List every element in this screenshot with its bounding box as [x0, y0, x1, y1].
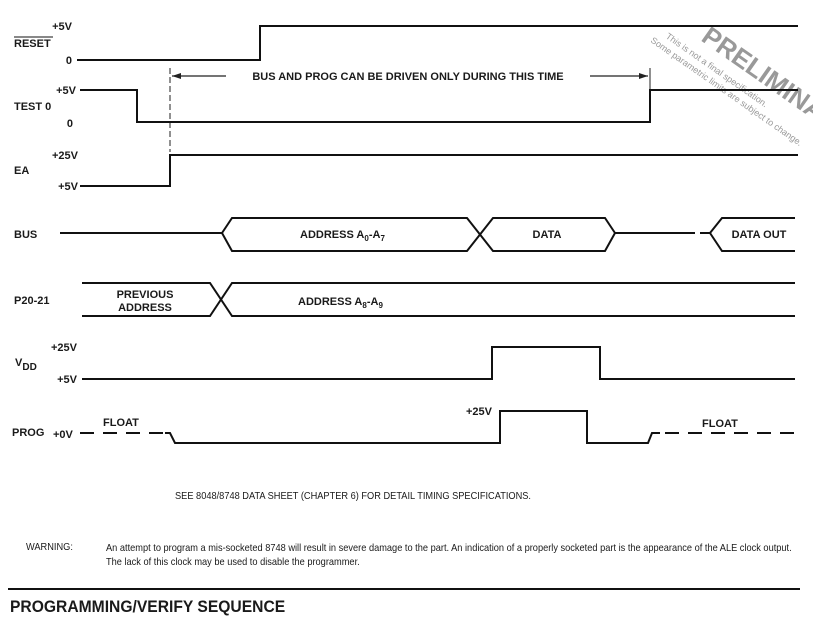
- window-label: BUS AND PROG CAN BE DRIVEN ONLY DURING T…: [252, 71, 563, 83]
- test0-high-label: +5V: [56, 85, 77, 97]
- ea-waveform: [80, 154, 798, 187]
- vdd-high-label: +25V: [51, 342, 78, 354]
- vdd-label: VDD: [15, 357, 37, 373]
- reset-label: RESET: [14, 38, 51, 50]
- drive-window: BUS AND PROG CAN BE DRIVEN ONLY DURING T…: [169, 68, 651, 152]
- bus-address-label: ADDRESS A0-A7: [300, 229, 385, 243]
- vdd-signal: +25V VDD +5V: [15, 342, 795, 386]
- reset-low-label: 0: [66, 55, 72, 67]
- ea-low-label: +5V: [58, 181, 79, 193]
- section-title: PROGRAMMING/VERIFY SEQUENCE: [10, 597, 286, 616]
- p20-waveform: [82, 282, 795, 317]
- reset-signal: +5V RESET 0: [14, 21, 798, 67]
- bus-signal: BUS ADDRESS A0-A7 DATA DATA OUT: [14, 217, 795, 252]
- p20-prev-label-1: PREVIOUS: [117, 289, 174, 301]
- warning-label: WARNING:: [26, 541, 73, 553]
- bus-data-label: DATA: [533, 229, 562, 241]
- bus-data-out-label: DATA OUT: [732, 229, 787, 241]
- prog-float-right-label: FLOAT: [702, 418, 738, 430]
- reset-waveform: [77, 25, 798, 61]
- vdd-waveform: [82, 346, 795, 380]
- prog-low-label: +0V: [53, 429, 74, 441]
- prog-high-label: +25V: [466, 406, 493, 418]
- reset-high-label: +5V: [52, 21, 73, 33]
- ea-high-label: +25V: [52, 150, 79, 162]
- warning-text: An attempt to program a mis-socketed 874…: [106, 542, 792, 568]
- ea-label: EA: [14, 165, 29, 177]
- bus-label: BUS: [14, 229, 37, 241]
- prog-float-left-label: FLOAT: [103, 417, 139, 429]
- test0-label: TEST 0: [14, 101, 51, 113]
- vdd-low-label: +5V: [57, 374, 78, 386]
- test0-waveform: [80, 89, 798, 123]
- see-datasheet-note: SEE 8048/8748 DATA SHEET (CHAPTER 6) FOR…: [175, 490, 532, 502]
- prog-waveform: [165, 410, 660, 444]
- test0-signal: +5V TEST 0 0: [14, 85, 798, 130]
- prog-label: PROG: [12, 427, 44, 439]
- bus-waveform-top: [221, 217, 695, 252]
- test0-low-label: 0: [67, 118, 73, 130]
- p20-label: P20-21: [14, 295, 49, 307]
- p20-signal: P20-21 PREVIOUS ADDRESS ADDRESS A8-A9: [14, 282, 795, 317]
- prog-signal: PROG +0V FLOAT +25V FLOAT: [12, 406, 795, 444]
- p20-prev-label-2: ADDRESS: [118, 302, 172, 314]
- p20-address-label: ADDRESS A8-A9: [298, 296, 383, 310]
- ea-signal: +25V EA +5V: [14, 150, 798, 193]
